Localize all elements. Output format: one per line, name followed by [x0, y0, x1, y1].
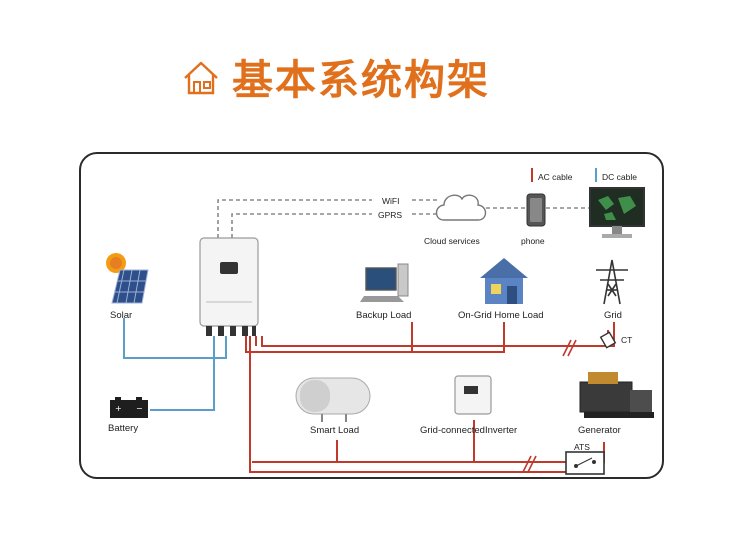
grid-inverter-label: Grid-connectedInverter	[420, 425, 517, 436]
page-title: 基本系统构架	[232, 56, 490, 104]
wifi-label: WiFI	[382, 196, 399, 206]
grid-inverter-icon	[454, 375, 492, 415]
backup-load-label: Backup Load	[356, 310, 411, 321]
generator-label: Generator	[578, 425, 621, 436]
phone-label: phone	[521, 236, 545, 246]
home-load-label: On-Grid Home Load	[458, 310, 544, 321]
home-icon	[480, 258, 528, 304]
ats-label: ATS	[574, 442, 590, 452]
legend-ac: AC cable	[538, 172, 573, 182]
phone-icon	[526, 193, 546, 227]
monitor-icon	[589, 187, 645, 238]
computer-icon	[360, 263, 409, 302]
legend-dc: DC cable	[602, 172, 637, 182]
cloud-icon	[435, 194, 487, 221]
legend: AC cable DC cable	[531, 168, 637, 182]
solar-panel-icon	[106, 253, 149, 304]
grid-tower-icon	[596, 259, 628, 305]
diagram-frame	[79, 152, 664, 479]
solar-label: Solar	[110, 310, 132, 321]
smart-load-label: Smart Load	[310, 425, 359, 436]
generator-icon	[579, 372, 654, 418]
hybrid-inverter-icon	[199, 237, 259, 336]
signal-lines	[217, 199, 590, 238]
dc-cables	[123, 318, 227, 411]
title-bar: 基本系统构架	[0, 50, 745, 110]
grid-label: Grid	[604, 310, 622, 321]
ats-switch-icon	[565, 451, 605, 475]
cloud-label: Cloud services	[424, 236, 480, 246]
battery-label: Battery	[108, 423, 138, 434]
water-heater-icon	[295, 377, 371, 422]
svg-text:+: +	[115, 404, 122, 413]
battery-icon: + −	[110, 397, 148, 418]
svg-text:−: −	[136, 404, 143, 413]
house-icon	[184, 61, 218, 95]
ct-sensor-icon	[599, 331, 617, 349]
gprs-label: GPRS	[378, 210, 402, 220]
cable-slashes	[522, 339, 577, 473]
ct-label: CT	[621, 335, 632, 345]
